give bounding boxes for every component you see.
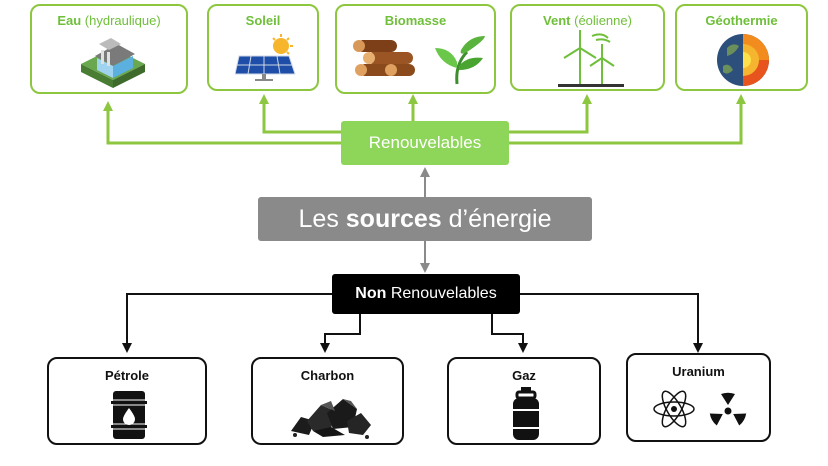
source-label-soleil: Soleil <box>245 13 281 28</box>
gas-cylinder-icon <box>513 387 539 440</box>
renewable-category-label: Renouvelables <box>368 133 482 152</box>
atom-radiation-icon <box>653 390 747 428</box>
energy-sources-title-box: Les sources d’énergie <box>258 197 592 241</box>
arrow-to-soleil <box>259 94 341 134</box>
arrow-to-geothermie <box>509 94 746 145</box>
title-pre: Les <box>298 205 346 233</box>
source-box-soleil: Soleil <box>207 4 319 91</box>
source-label-gaz: Gaz <box>512 368 536 383</box>
source-label-charbon: Charbon <box>300 368 355 383</box>
solar-panel-icon <box>235 34 296 81</box>
wind-turbine-icon <box>558 30 624 87</box>
source-box-uranium: Uranium <box>626 353 771 442</box>
source-box-charbon: Charbon <box>251 357 404 445</box>
source-box-biomasse: Biomasse <box>335 4 496 94</box>
source-label-uranium: Uranium <box>672 364 725 379</box>
title-bold: sources <box>345 205 442 233</box>
source-box-geothermie: Géothermie <box>675 4 808 91</box>
arrow-to-gaz <box>491 314 528 353</box>
source-box-petrole: Pétrole <box>47 357 207 445</box>
arrow-to-vent <box>509 94 592 134</box>
source-box-vent: Vent (éolienne) <box>510 4 665 91</box>
source-label-eau: Eau (hydraulique) <box>57 13 161 28</box>
arrow-to-eau <box>103 101 341 145</box>
arrow-to-charbon <box>320 314 361 353</box>
source-label-petrole: Pétrole <box>104 368 150 383</box>
renewable-category-box: Renouvelables <box>341 121 509 165</box>
logs-and-leaves-icon <box>353 36 485 85</box>
source-label-vent: Vent (éolienne) <box>543 13 632 28</box>
arrow-to-uranium <box>520 293 703 353</box>
arrow-to-petrole <box>122 293 332 353</box>
non-renewable-label-rest: Renouvelables <box>386 285 497 302</box>
coal-pile-icon <box>291 399 371 439</box>
earth-core-icon <box>717 34 769 86</box>
title-post: d’énergie <box>441 205 552 233</box>
oil-barrel-icon <box>111 391 147 439</box>
source-box-eau: Eau (hydraulique) <box>30 4 188 94</box>
source-label-geothermie: Géothermie <box>705 13 778 28</box>
source-box-gaz: Gaz <box>447 357 601 445</box>
hydro-dam-icon <box>81 38 145 88</box>
non-renewable-label-bold: Non <box>355 285 387 302</box>
source-label-biomasse: Biomasse <box>384 13 447 28</box>
non-renewable-category-box: Non Renouvelables <box>332 274 520 314</box>
